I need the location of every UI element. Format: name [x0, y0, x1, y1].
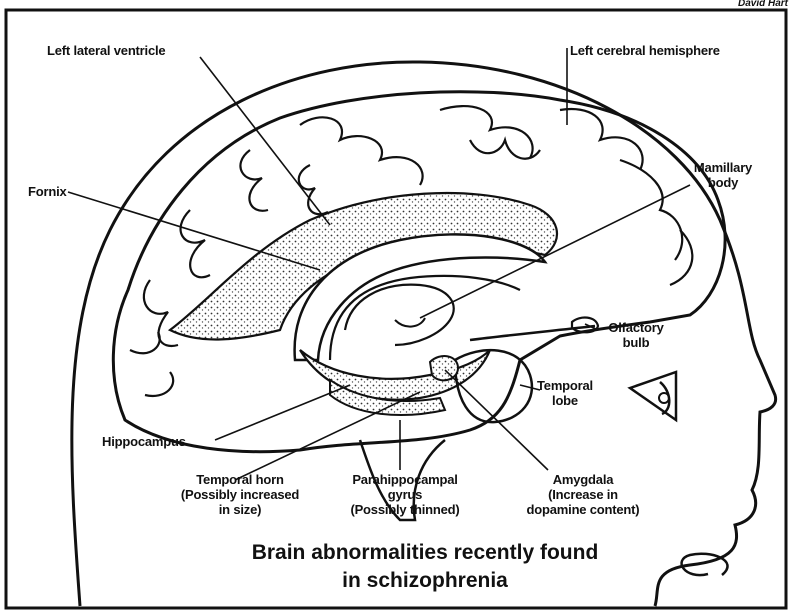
label-left-lateral-ventricle: Left lateral ventricle — [47, 43, 165, 58]
label-amygdala: Amygdala (Increase in dopamine content) — [498, 472, 668, 517]
label-temporal-line1: Temporal — [530, 378, 600, 393]
label-temporal-horn-line2: (Possibly increased — [150, 487, 330, 502]
label-temporal-horn: Temporal horn (Possibly increased in siz… — [150, 472, 330, 517]
label-hippocampus: Hippocampus — [102, 434, 186, 449]
label-parahippocampal-gyrus: Parahippocampal gyrus (Possibly thinned) — [325, 472, 485, 517]
label-temporal-horn-line3: in size) — [150, 502, 330, 517]
temporal-lobe-shape — [455, 350, 532, 422]
label-temporal-horn-line1: Temporal horn — [150, 472, 330, 487]
figure-title-line1: Brain abnormalities recently found — [140, 540, 710, 566]
label-amygdala-line1: Amygdala — [498, 472, 668, 487]
label-left-cerebral-hemisphere: Left cerebral hemisphere — [570, 43, 720, 58]
label-mamillary-line2: body — [688, 175, 758, 190]
border — [6, 10, 786, 608]
label-olfactory-bulb: Olfactory bulb — [596, 320, 676, 350]
label-olfactory-line2: bulb — [596, 335, 676, 350]
label-mamillary-line1: Mamillary — [688, 160, 758, 175]
amygdala-shape — [430, 356, 458, 380]
label-temporal-line2: lobe — [530, 393, 600, 408]
label-mamillary-body: Mamillary body — [688, 160, 758, 190]
label-fornix: Fornix — [28, 184, 67, 199]
label-parahippocampal-line1: Parahippocampal — [325, 472, 485, 487]
label-amygdala-line2: (Increase in — [498, 487, 668, 502]
figure-title-line2: in schizophrenia — [140, 568, 710, 594]
label-amygdala-line3: dopamine content) — [498, 502, 668, 517]
label-parahippocampal-line2: gyrus — [325, 487, 485, 502]
label-parahippocampal-line3: (Possibly thinned) — [325, 502, 485, 517]
label-temporal-lobe: Temporal lobe — [530, 378, 600, 408]
label-olfactory-line1: Olfactory — [596, 320, 676, 335]
credit-text: David Hart — [738, 0, 788, 9]
